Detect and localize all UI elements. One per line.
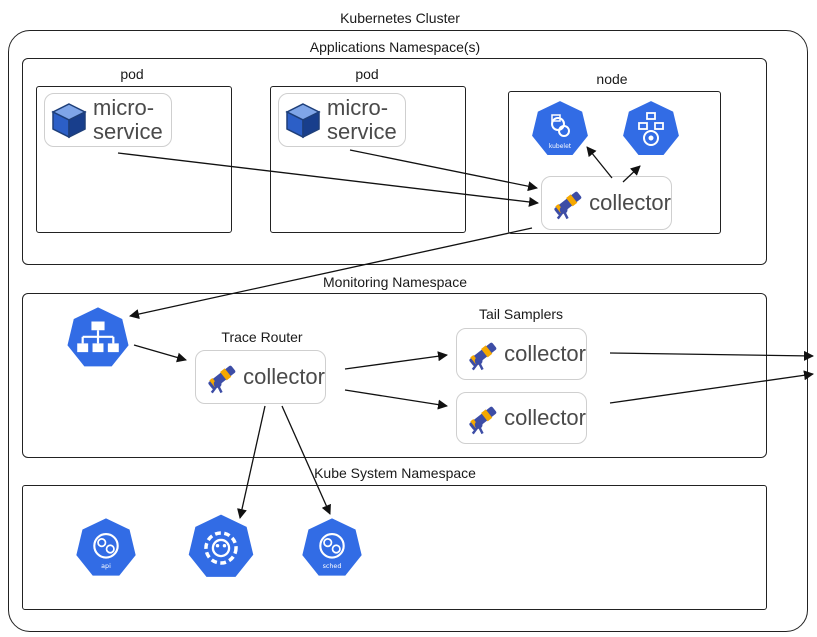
arrow-router-to-scheduler	[281, 405, 331, 515]
pod-2-title: pod	[355, 66, 379, 82]
kubelet-caption: kubelet	[549, 143, 572, 150]
cluster-title: Kubernetes Cluster	[340, 10, 460, 26]
node-collector-label: collector	[589, 190, 671, 215]
arrow-service-to-trace-router	[133, 344, 187, 363]
trace-router-collector-label: collector	[243, 364, 325, 389]
telescope-icon	[208, 365, 236, 394]
telescope-icon	[469, 342, 497, 371]
monitoring-namespace	[22, 293, 767, 458]
kube-system-namespace-title: Kube System Namespace	[314, 465, 476, 481]
node-title: node	[596, 71, 628, 87]
apps-namespace-title: Applications Namespace(s)	[309, 39, 481, 55]
pod-1-title: pod	[120, 66, 144, 82]
controller-manager-icon	[186, 512, 256, 580]
microservice-1-line2: service	[93, 119, 163, 144]
tail-sampler-2-label: collector	[504, 405, 586, 430]
kubelet-icon: kubelet	[529, 98, 591, 157]
arrow-node-collector-to-service	[129, 227, 533, 319]
microservice-2-line1: micro-	[327, 95, 389, 120]
microservice-1: micro- service	[44, 93, 172, 147]
service-icon	[65, 304, 131, 369]
tail-sampler-collector-2: collector	[456, 392, 587, 444]
kube-system-namespace	[22, 485, 767, 610]
arrow-sampler-2-out	[609, 370, 814, 404]
arrow-router-to-controller-manager	[237, 405, 266, 519]
cube-icon	[283, 100, 323, 140]
cube-icon	[49, 100, 89, 140]
tail-samplers-title: Tail Samplers	[478, 306, 564, 322]
tail-sampler-1-label: collector	[504, 341, 586, 366]
api-caption: api	[101, 562, 111, 570]
arrow-router-to-sampler-2	[344, 389, 448, 410]
sched-caption: sched	[323, 562, 342, 570]
arrow-collector-to-kubelet	[586, 146, 613, 179]
arrow-ms1-to-node-collector	[117, 152, 539, 207]
arrow-sampler-1-out	[609, 350, 814, 361]
tail-sampler-collector-1: collector	[456, 328, 587, 380]
arrow-router-to-sampler-1	[344, 351, 448, 370]
monitoring-namespace-title: Monitoring Namespace	[323, 274, 467, 290]
node-collector: collector	[541, 176, 672, 230]
telescope-icon	[469, 406, 497, 435]
scheduler-icon: sched	[300, 515, 364, 578]
microservice-1-line1: micro-	[93, 95, 155, 120]
arrow-ms2-to-node-collector	[349, 149, 538, 192]
trace-router-collector: collector	[195, 350, 326, 404]
arrow-collector-to-control-plane	[622, 165, 641, 183]
control-plane-icon	[620, 98, 682, 157]
api-icon: api	[74, 515, 138, 578]
microservice-2-line2: service	[327, 119, 397, 144]
telescope-icon	[554, 191, 582, 220]
microservice-2: micro- service	[278, 93, 406, 147]
trace-router-title: Trace Router	[221, 329, 303, 345]
